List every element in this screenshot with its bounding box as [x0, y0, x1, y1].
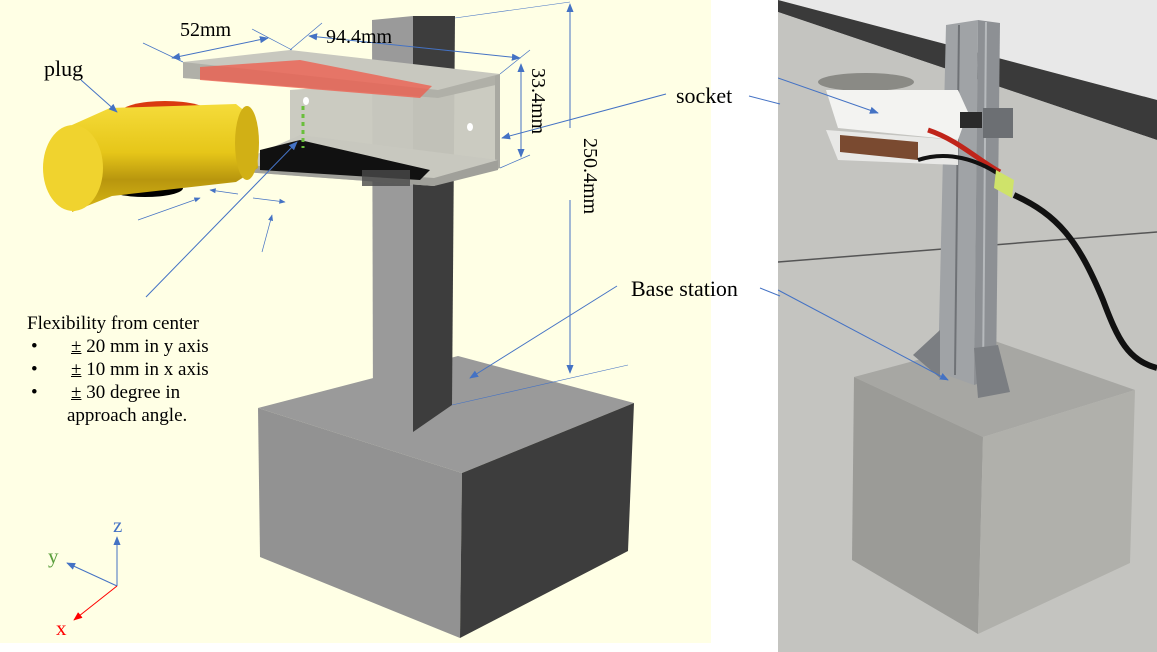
flexibility-item-text: 20 mm in y axis [81, 336, 209, 357]
flexibility-item-x: • ± 10 mm in x axis [27, 358, 209, 381]
plus-minus-symbol: ± [71, 382, 82, 403]
dimension-width-label: 52mm [180, 19, 232, 41]
bullet-icon: • [31, 359, 38, 380]
flexibility-item-angle: • ± 30 degree in [27, 381, 209, 404]
plus-minus-symbol: ± [71, 336, 82, 357]
cad-drawing [43, 1, 667, 638]
coordinate-axes [66, 536, 121, 621]
flexibility-item-y: • ± 20 mm in y axis [27, 335, 209, 358]
bullet-icon: • [31, 336, 38, 357]
socket-bracket [183, 50, 500, 186]
photo-panel [778, 0, 1157, 652]
dimension-length-label: 94.4mm [326, 26, 393, 48]
flexibility-item-text: 30 degree in [81, 382, 181, 403]
base-station-label: Base station [631, 276, 738, 301]
flexibility-title: Flexibility from center [27, 313, 200, 334]
flexibility-continuation: approach angle. [67, 405, 188, 426]
flexibility-note: Flexibility from center • ± 20 mm in y a… [27, 312, 209, 427]
z-axis-label: z [113, 513, 123, 537]
x-axis-label: x [56, 616, 67, 640]
plug-model [43, 101, 259, 212]
socket-label: socket [676, 83, 733, 108]
plug-label: plug [44, 56, 84, 81]
flexibility-item-text: 10 mm in x axis [81, 359, 209, 380]
cad-model-panel: 52mm 94.4mm 33.4mm 250.4mm plug socket B… [0, 0, 738, 643]
dimension-overall-height-label: 250.4mm [579, 138, 601, 215]
base-station-photo [778, 0, 1157, 652]
dimension-lines [80, 1, 667, 406]
bullet-icon: • [31, 382, 38, 403]
dimension-socket-height-label: 33.4mm [527, 68, 549, 135]
plus-minus-symbol: ± [71, 359, 82, 380]
y-axis-label: y [48, 544, 59, 568]
